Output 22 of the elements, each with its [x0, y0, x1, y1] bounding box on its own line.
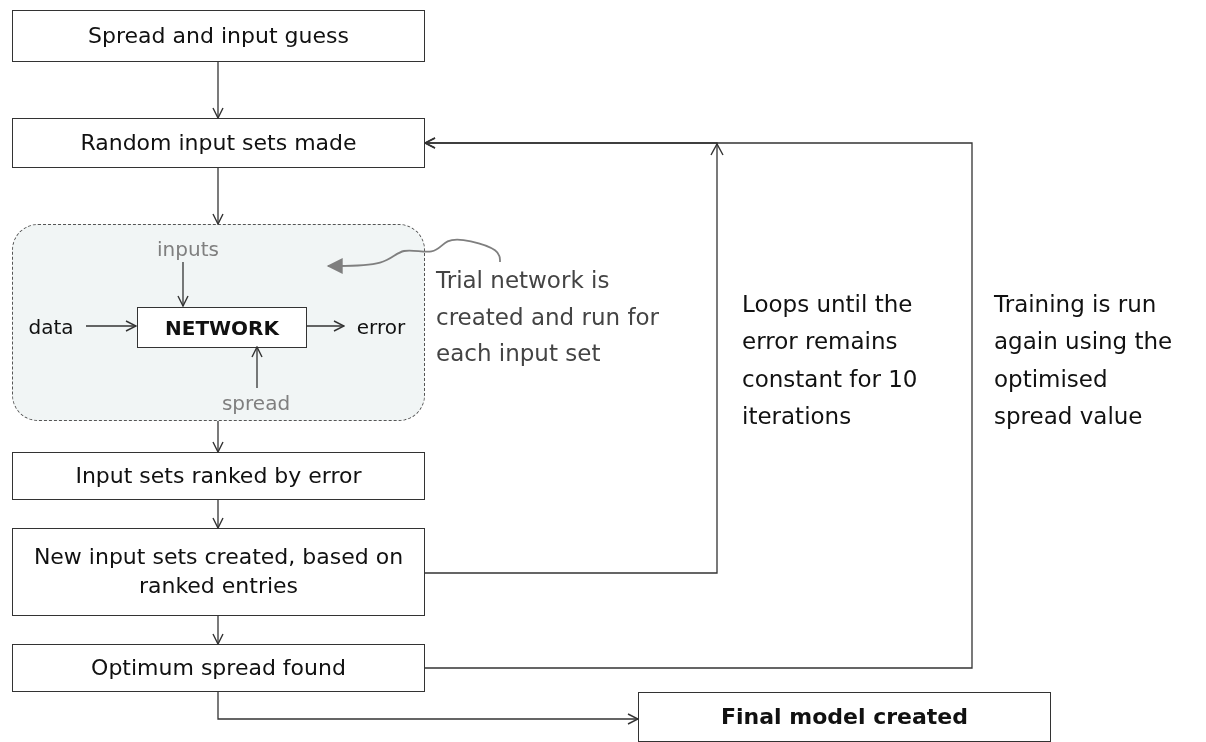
annotation-text: Trial network is created and run for each input set — [436, 262, 688, 372]
process-box — [137, 307, 307, 348]
edge-label: Loops until the error remains constant for 10 iterations — [742, 290, 919, 431]
node-label: data — [15, 313, 87, 341]
process-box — [12, 528, 425, 616]
process-box — [638, 692, 1051, 742]
box-text: Spread and input guess — [88, 21, 349, 50]
box-text: New input sets created, based on ranked entries — [32, 543, 405, 600]
node-label: inputs — [143, 235, 233, 263]
box-text: NETWORK — [165, 314, 279, 341]
process-box — [12, 452, 425, 500]
process-box — [12, 644, 425, 692]
node-label: spread — [206, 389, 306, 417]
box-text: Final model created — [721, 702, 968, 731]
process-box — [12, 118, 425, 168]
dashed-panel — [12, 224, 425, 421]
box-text: Input sets ranked by error — [75, 461, 362, 490]
process-box — [12, 10, 425, 62]
box-text: Random input sets made — [80, 128, 357, 157]
box-text: Optimum spread found — [91, 653, 346, 682]
node-label: error — [345, 313, 417, 341]
edge-label: Training is run again using the optimised spread value — [994, 290, 1174, 431]
